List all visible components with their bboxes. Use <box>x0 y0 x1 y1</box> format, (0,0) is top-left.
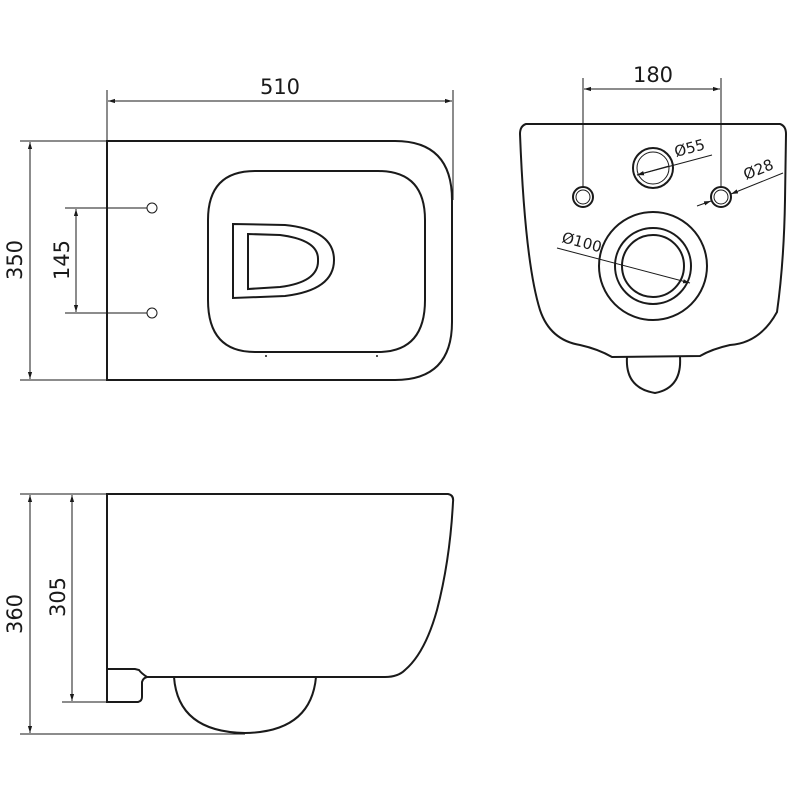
bolt-spacing-180-label: 180 <box>633 63 673 87</box>
flush-pipe-55-label: Ø55 <box>672 135 707 160</box>
outlet-100-label: Ø100 <box>560 228 604 256</box>
height-360-label: 360 <box>3 594 27 634</box>
rear-view <box>518 78 788 395</box>
bolt-hole-28-label: Ø28 <box>741 155 776 183</box>
bolt-hole-icon <box>146 307 158 319</box>
bolt-spacing-145-label: 145 <box>50 240 74 280</box>
side-view <box>20 493 455 735</box>
height-305-label: 305 <box>46 577 70 617</box>
bolt-hole-icon <box>146 202 158 214</box>
width-510-label: 510 <box>260 75 300 99</box>
top-view <box>20 90 454 381</box>
depth-350-label: 350 <box>3 240 27 280</box>
